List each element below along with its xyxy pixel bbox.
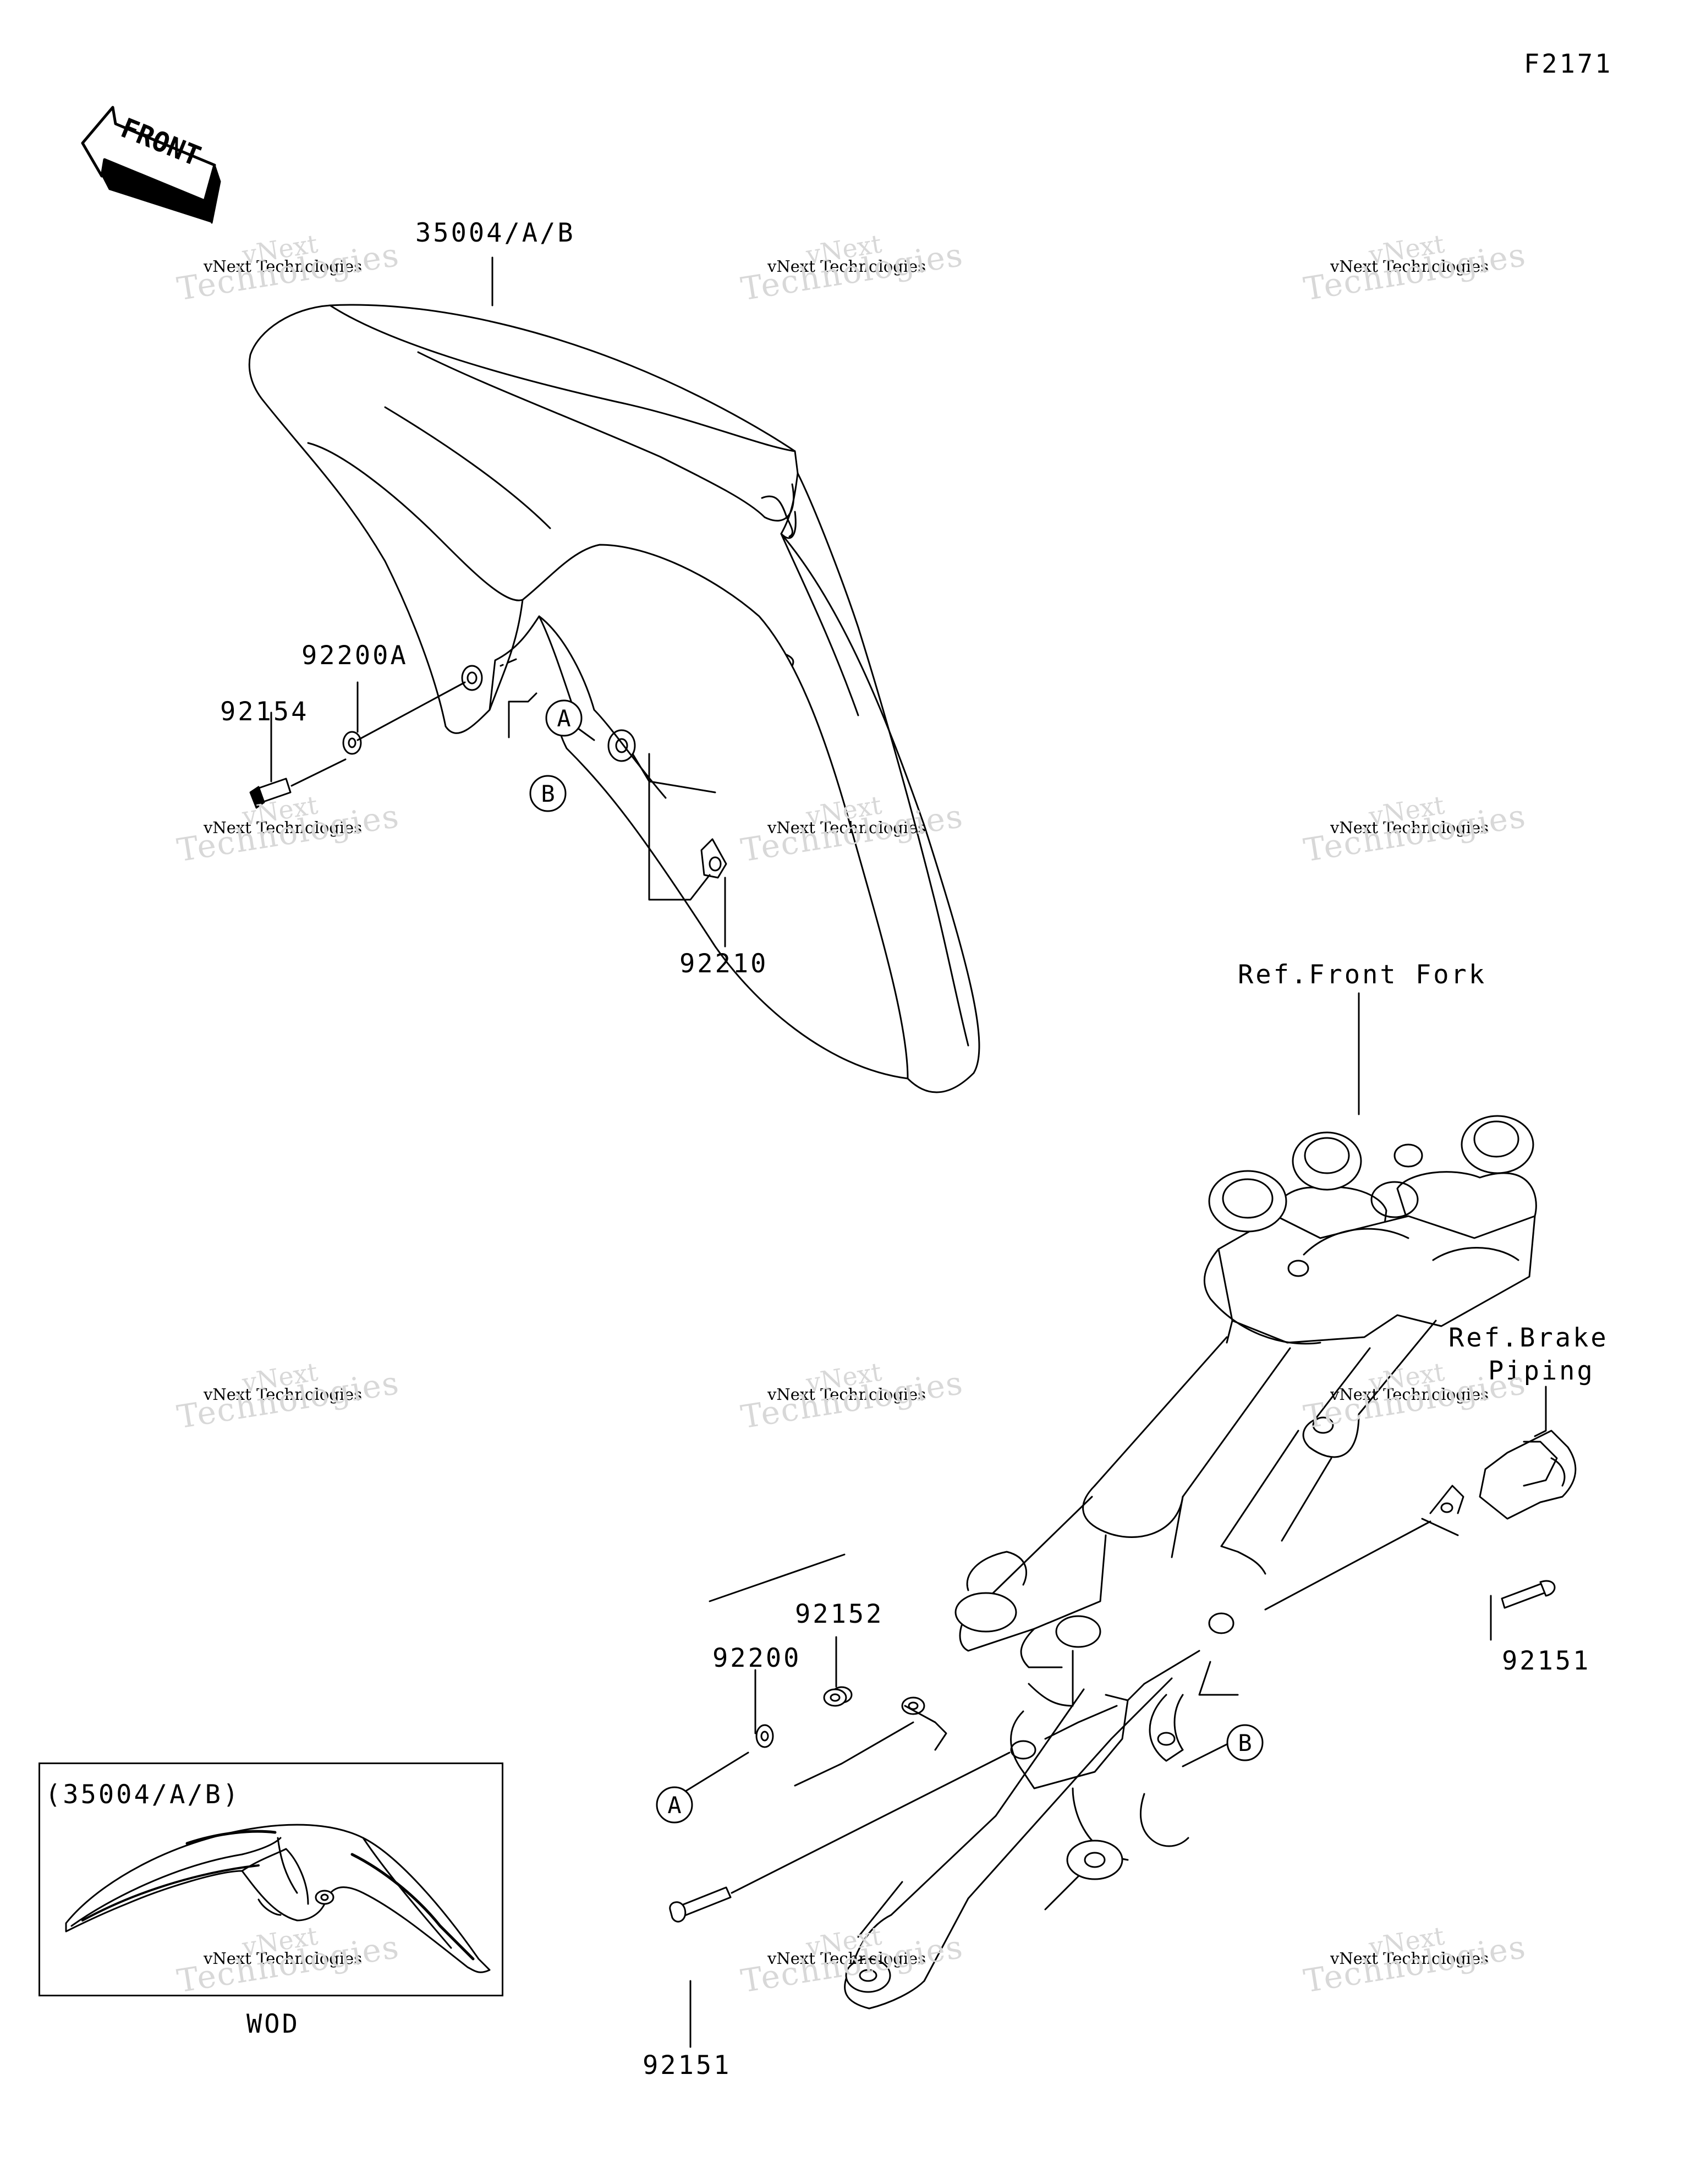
watermark: vNext vNext Technologies Technologies — [1301, 790, 1529, 869]
figure-id: F2171 — [1524, 49, 1613, 79]
part-label-washer-upper: 92200A — [301, 641, 408, 671]
part-label-nut: 92210 — [679, 949, 769, 979]
callout-a-upper: A — [557, 705, 570, 732]
watermark: vNext vNext Technologies Technologies — [1301, 1356, 1529, 1436]
front-fender — [248, 304, 980, 1093]
inset-fender — [65, 1824, 491, 1973]
fender-hardware — [249, 658, 727, 901]
part-label-bolt-lower: 92151 — [643, 2050, 732, 2081]
front-arrow-icon: FRONT — [81, 106, 221, 224]
front-fork — [831, 1115, 1537, 2010]
callout-b-lower: B — [1238, 1729, 1252, 1756]
fork-hardware — [669, 1580, 1556, 1923]
ref-label-brake-piping-line2: Piping — [1488, 1356, 1595, 1386]
watermark: vNext vNext Technologies Technologies — [738, 1356, 966, 1436]
brake-hose-clamp — [1421, 1430, 1577, 1536]
leader-lines — [270, 256, 1547, 2048]
watermark: vNext vNext Technologies Technologies — [174, 1920, 402, 2000]
part-label-bolt-right: 92151 — [1502, 1646, 1591, 1676]
watermark: vNext vNext Technologies Technologies — [174, 228, 402, 308]
callout-b-upper: B — [541, 780, 555, 807]
watermark: vNext vNext Technologies Technologies — [174, 790, 402, 869]
watermark: vNext vNext Technologies Technologies — [738, 228, 966, 308]
part-label-fender: 35004/A/B — [415, 218, 575, 248]
inset-title: (35004/A/B) — [45, 1780, 241, 1810]
watermark: vNext vNext Technologies Technologies — [738, 790, 966, 869]
watermark: vNext vNext Technologies Technologies — [1301, 228, 1529, 308]
inset-caption: WOD — [246, 2009, 300, 2039]
part-label-collar: 92152 — [795, 1599, 884, 1629]
watermark: vNext vNext Technologies Technologies — [1301, 1920, 1529, 2000]
callout-a-lower: A — [667, 1792, 681, 1819]
part-label-bolt-upper: 92154 — [220, 697, 309, 727]
part-label-washer-lower: 92200 — [712, 1643, 802, 1673]
inset-panel — [39, 1762, 503, 1996]
ref-label-front-fork: Ref.Front Fork — [1238, 960, 1487, 990]
watermark: vNext vNext Technologies Technologies — [738, 1920, 966, 2000]
ref-label-brake-piping-line1: Ref.Brake — [1448, 1323, 1609, 1353]
watermark: vNext vNext Technologies Technologies — [174, 1356, 402, 1436]
callout-circles: A B A B — [529, 699, 1264, 1824]
